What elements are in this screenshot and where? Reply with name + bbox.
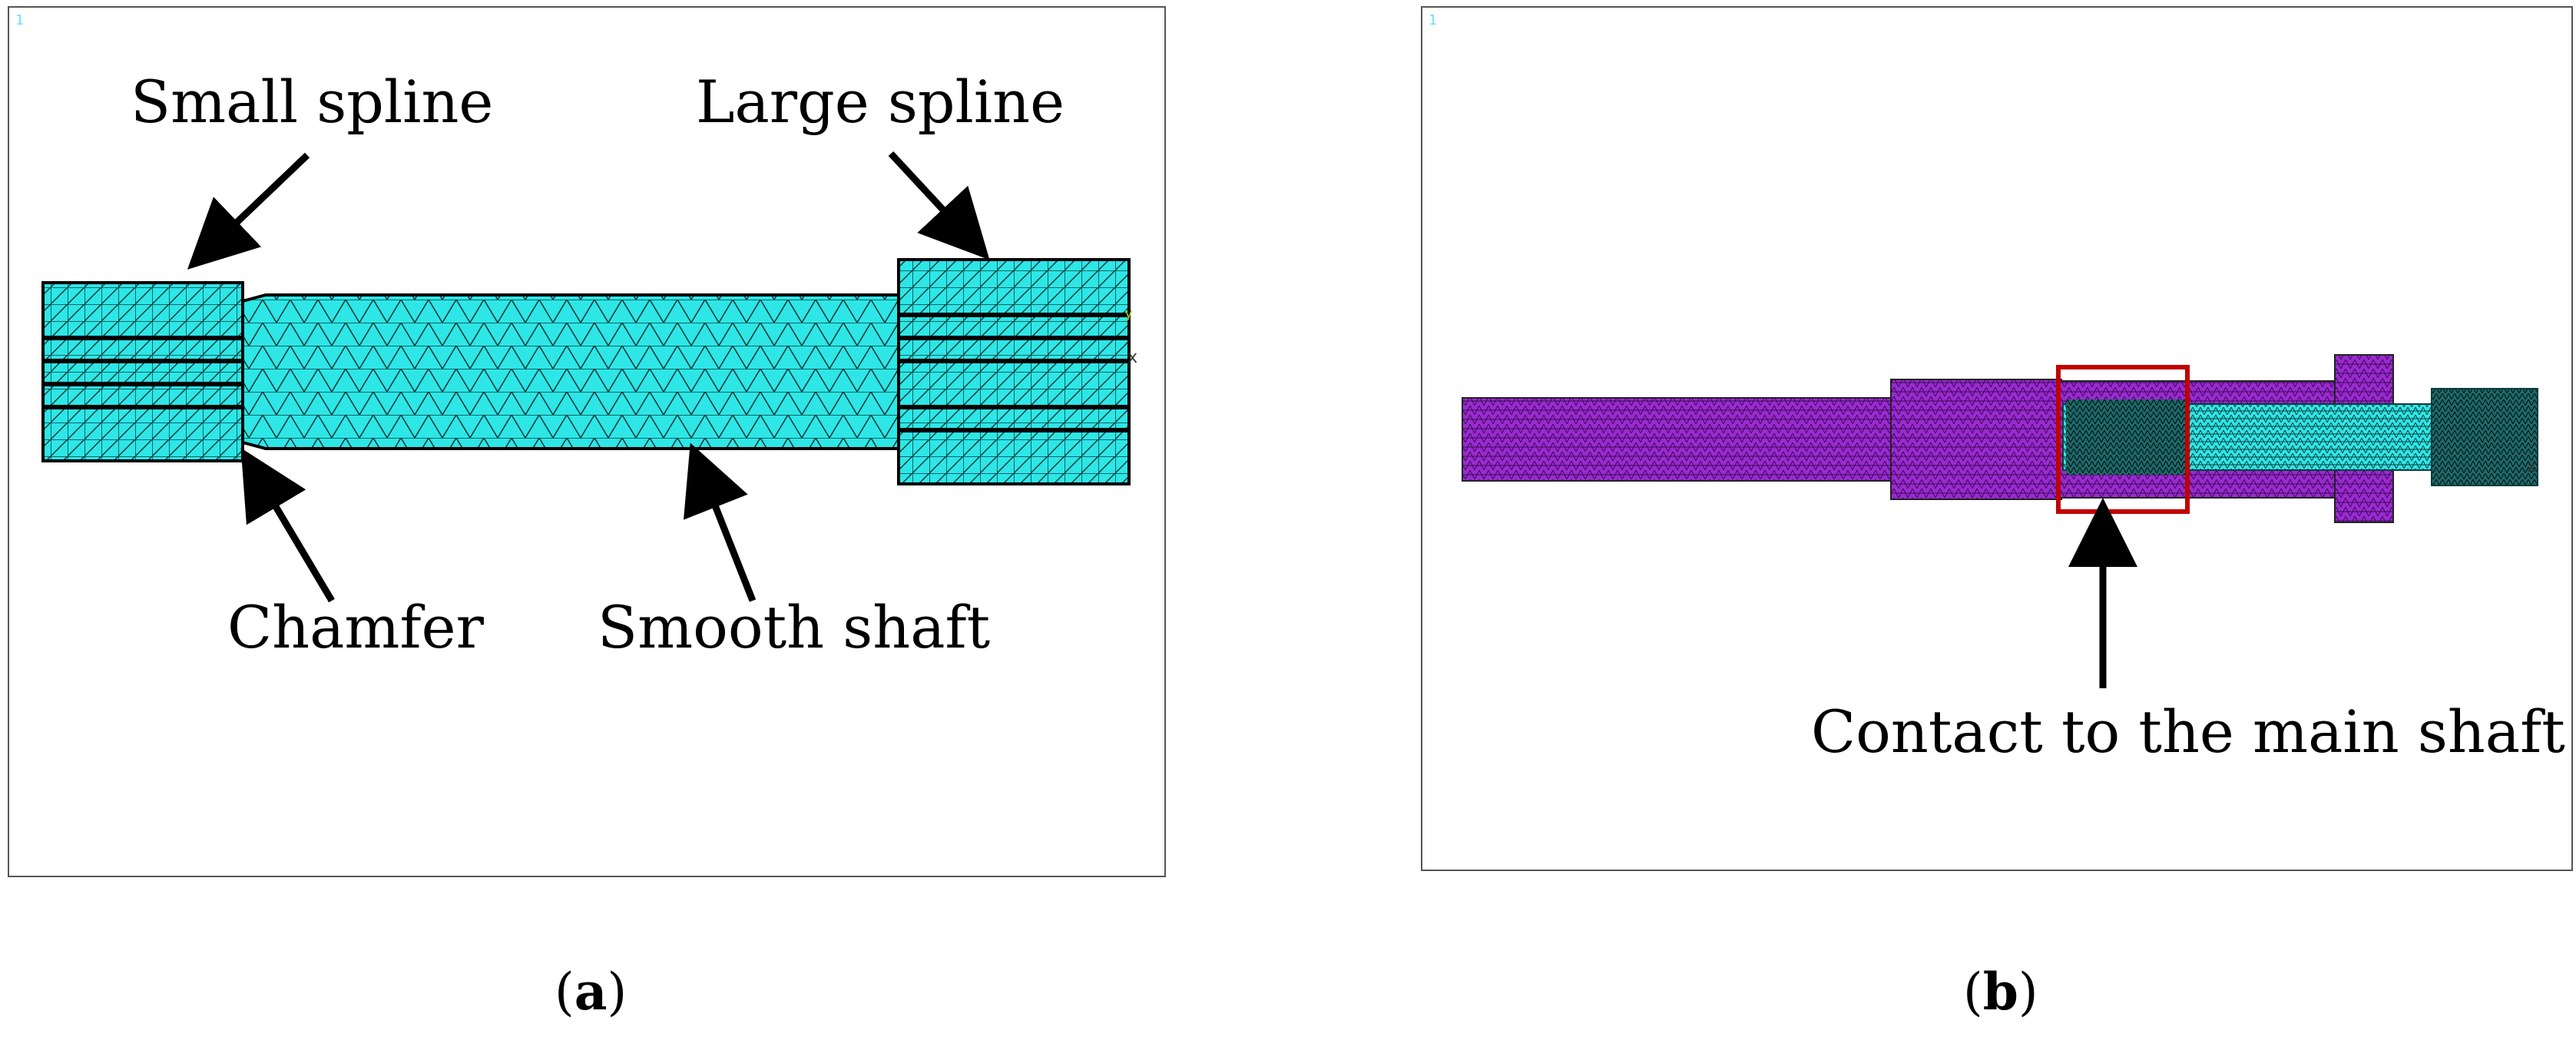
- caption-b-letter: b: [1982, 962, 2018, 1022]
- panel-b-ansys-number: 1: [1429, 12, 1437, 28]
- arrow-chamfer: [240, 448, 335, 603]
- caption-a-letter: a: [574, 962, 608, 1022]
- caption-a-close: ): [607, 962, 627, 1022]
- caption-b: (b): [1963, 962, 2038, 1022]
- caption-a: (a): [555, 962, 627, 1022]
- smooth-shaft-mesh: [241, 293, 904, 450]
- arrow-large-spline: [888, 151, 990, 260]
- shaft-model-b: x: [1462, 354, 2538, 523]
- contact-region-mesh: [2066, 399, 2189, 475]
- label-chamfer: Chamfer: [227, 593, 484, 661]
- label-smooth-shaft: Smooth shaft: [598, 593, 991, 661]
- panel-a-ansys-number: 1: [15, 12, 24, 28]
- main-shaft-thin-section: [1462, 397, 1893, 482]
- main-shaft-mid-section: [1890, 379, 2062, 500]
- caption-a-open: (: [555, 962, 574, 1022]
- caption-b-close: ): [2018, 962, 2038, 1022]
- small-spline-mesh: [41, 281, 244, 462]
- label-small-spline: Small spline: [131, 68, 494, 136]
- axis-x-glyph-b: x: [2527, 457, 2536, 475]
- axis-y-glyph-a: y: [1124, 306, 1133, 322]
- arrow-small-spline: [187, 152, 310, 270]
- inner-spline-end-mesh: [2431, 388, 2538, 486]
- axis-x-glyph-a: x: [1127, 348, 1137, 367]
- shaft-model-a: x y: [41, 258, 1137, 485]
- large-spline-mesh: [897, 258, 1131, 485]
- label-large-spline: Large spline: [696, 68, 1065, 136]
- label-contact-main-shaft: Contact to the main shaft: [1811, 697, 2565, 766]
- arrow-smooth-shaft: [684, 442, 757, 602]
- caption-b-open: (: [1963, 962, 1983, 1022]
